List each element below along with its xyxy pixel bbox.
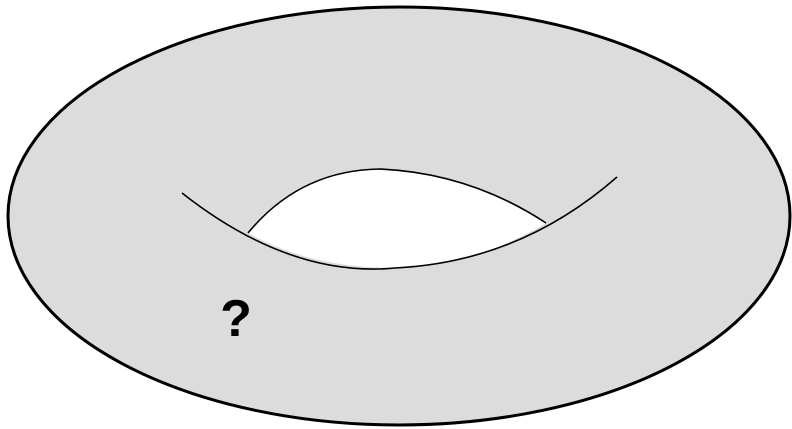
question-mark-label: ? [220,290,252,348]
